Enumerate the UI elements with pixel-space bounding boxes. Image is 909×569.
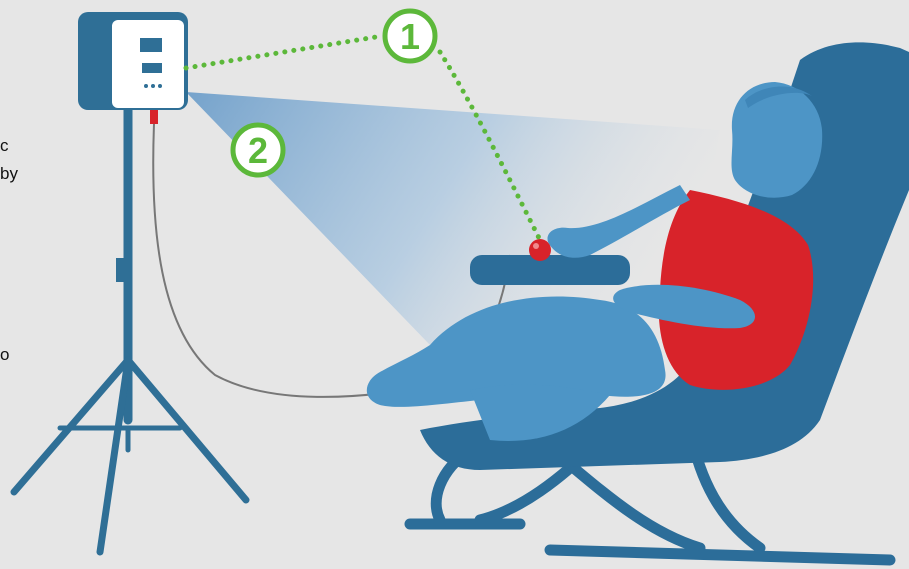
cropped-text-line-1: c bbox=[0, 137, 9, 154]
tripod-icon bbox=[14, 110, 246, 552]
cropped-text-line-3: o bbox=[0, 346, 9, 363]
marker-2: 2 bbox=[233, 125, 283, 175]
chair-armrest bbox=[470, 255, 630, 285]
marker-2-number: 2 bbox=[248, 130, 268, 171]
light-therapy-device-icon bbox=[78, 12, 188, 124]
marker-1: 1 bbox=[385, 11, 435, 61]
hand-switch-highlight bbox=[533, 243, 539, 249]
hand-switch-icon bbox=[529, 239, 551, 261]
patient-head bbox=[731, 82, 822, 198]
cropped-text-line-2: by bbox=[0, 165, 18, 182]
marker-1-number: 1 bbox=[400, 16, 420, 57]
